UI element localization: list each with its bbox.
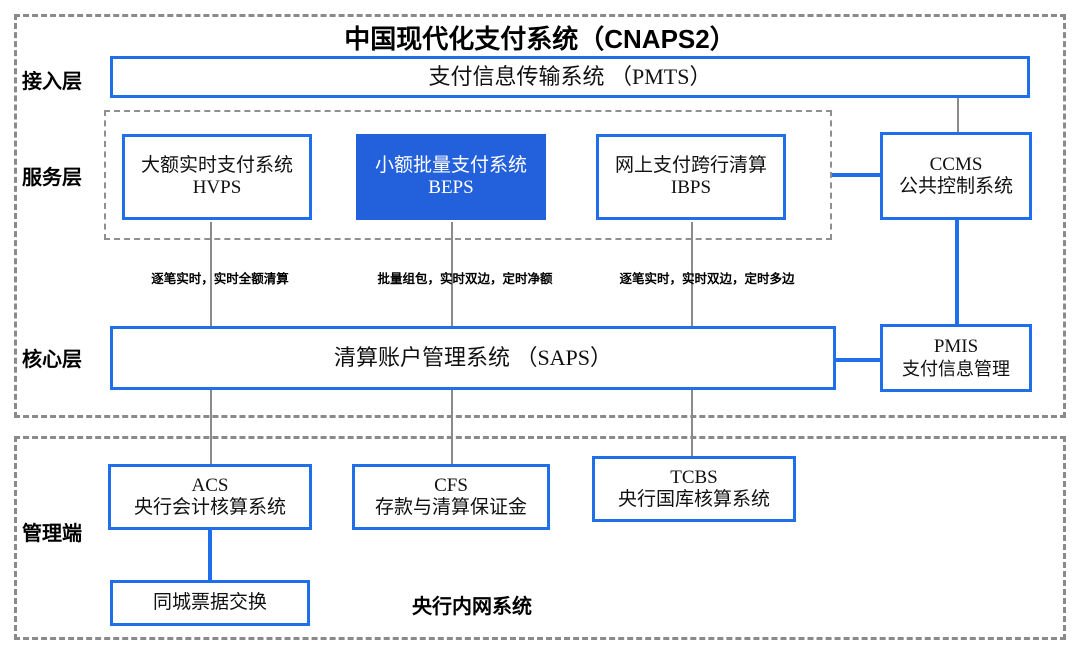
box-ibps-line1: 网上支付跨行清算 xyxy=(614,154,767,176)
box-beps-line2: BEPS xyxy=(428,177,474,198)
intranet-section-label: 央行内网系统 xyxy=(412,596,532,618)
box-pmis[interactable]: PMIS 支付信息管理 xyxy=(880,324,1032,392)
connector-saps-tcbs xyxy=(691,390,693,464)
connector-beps-saps xyxy=(451,222,453,326)
box-pmts-label: 支付信息传输系统 （PMTS） xyxy=(428,64,712,90)
annotation-hvps: 逐笔实时，实时全额清算 xyxy=(151,272,289,286)
box-beps-line1: 小额批量支付系统 xyxy=(374,154,527,176)
box-hvps[interactable]: 大额实时支付系统 HVPS xyxy=(122,134,312,220)
annotation-ibps: 逐笔实时，实时双边，定时多边 xyxy=(619,272,795,286)
box-ccms[interactable]: CCMS 公共控制系统 xyxy=(880,132,1032,220)
box-tcbs[interactable]: TCBS 央行国库核算系统 xyxy=(592,456,796,522)
connector-saps-pmis xyxy=(834,358,884,362)
box-cfs-line1: CFS xyxy=(434,474,468,496)
box-cfs-line2: 存款与清算保证金 xyxy=(374,497,527,518)
box-hvps-line1: 大额实时支付系统 xyxy=(140,154,293,176)
layer-label-access: 接入层 xyxy=(22,70,82,93)
intranet-outer-frame xyxy=(14,436,1066,640)
box-pmis-line1: PMIS xyxy=(933,336,979,358)
box-acs-line1: ACS xyxy=(191,474,229,496)
layer-label-service: 服务层 xyxy=(22,166,82,189)
service-layer-group xyxy=(104,110,832,240)
box-saps-label: 清算账户管理系统 （SAPS） xyxy=(333,345,613,371)
box-pmts[interactable]: 支付信息传输系统 （PMTS） xyxy=(110,56,1030,98)
connector-saps-cfs xyxy=(451,390,453,464)
box-pmis-line2: 支付信息管理 xyxy=(902,358,1010,379)
box-hvps-line2: HVPS xyxy=(192,177,242,198)
connector-ibps-saps xyxy=(691,222,693,326)
box-saps[interactable]: 清算账户管理系统 （SAPS） xyxy=(110,326,836,390)
box-local-clearing-label: 同城票据交换 xyxy=(152,591,267,613)
box-tcbs-line1: TCBS xyxy=(670,466,718,488)
cnaps2-outer-frame xyxy=(14,14,1066,418)
box-ccms-line2: 公共控制系统 xyxy=(898,176,1013,197)
box-acs[interactable]: ACS 央行会计核算系统 xyxy=(108,464,312,530)
connector-group-ccms xyxy=(832,173,882,177)
connector-hvps-saps xyxy=(210,222,212,326)
page-title: 中国现代化支付系统（CNAPS2） xyxy=(344,24,736,54)
box-tcbs-line2: 央行国库核算系统 xyxy=(617,489,770,510)
layer-label-core: 核心层 xyxy=(22,348,82,371)
annotation-beps: 批量组包，实时双边，定时净额 xyxy=(377,272,553,286)
box-ccms-line1: CCMS xyxy=(929,153,983,175)
box-ibps-line2: IBPS xyxy=(670,177,712,198)
box-beps[interactable]: 小额批量支付系统 BEPS xyxy=(356,134,546,220)
connector-ccms-pmis xyxy=(955,219,959,329)
box-acs-line2: 央行会计核算系统 xyxy=(133,497,286,518)
connector-saps-acs xyxy=(210,390,212,464)
layer-label-management: 管理端 xyxy=(22,522,82,545)
box-cfs[interactable]: CFS 存款与清算保证金 xyxy=(352,464,550,530)
box-local-clearing[interactable]: 同城票据交换 xyxy=(110,580,310,626)
box-ibps[interactable]: 网上支付跨行清算 IBPS xyxy=(596,134,786,220)
connector-pmts-ccms xyxy=(957,94,959,132)
connector-acs-clearing xyxy=(208,530,212,580)
